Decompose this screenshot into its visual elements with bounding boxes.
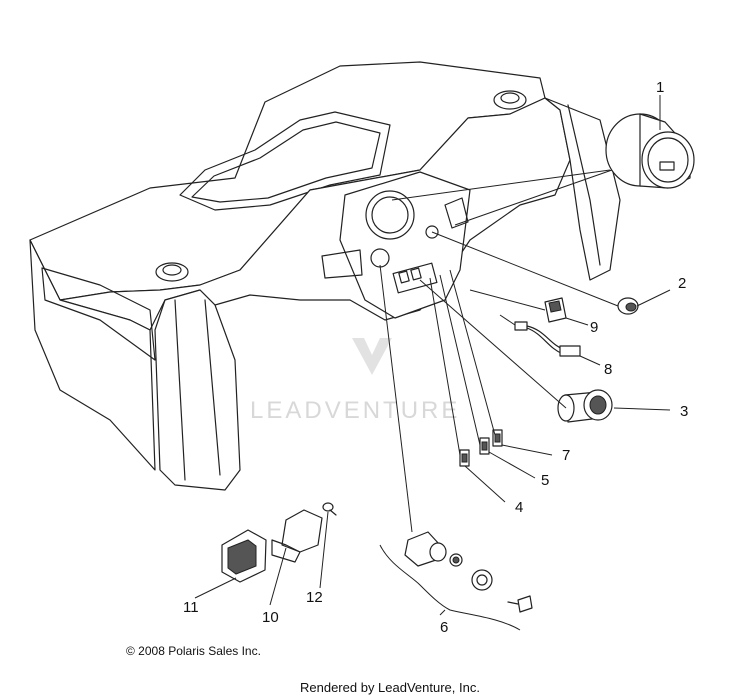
rocker-switch-5 [479,437,490,455]
part-label-8: 8 [604,361,612,378]
ignition-switch-assembly [404,531,533,613]
wire-harness [514,321,581,357]
bracket [271,509,323,563]
rocker-switch-4 [459,449,470,467]
dashboard-panel [29,61,621,491]
ignition-housing [221,529,267,583]
part-label-4: 4 [515,499,523,516]
copyright-text: © 2008 Polaris Sales Inc. [126,644,261,658]
part-label-3: 3 [680,403,688,420]
part-label-7: 7 [562,447,570,464]
part-label-11: 11 [183,599,199,616]
part-label-5: 5 [541,472,549,489]
toggle-switch [544,297,567,323]
leader-lines [194,95,671,631]
rocker-switch-7 [492,429,503,447]
indicator-light [617,297,639,315]
screw [322,502,337,516]
part-label-10: 10 [262,609,279,626]
rendered-by-text: Rendered by LeadVenture, Inc. [300,680,480,695]
watermark-text: LEADVENTURE [250,397,460,424]
part-label-12: 12 [306,589,323,606]
leadventure-watermark: LEADVENTURE [250,338,460,424]
power-outlet [557,389,613,423]
part-label-9: 9 [590,319,598,336]
part-label-1: 1 [656,79,664,96]
speedometer-gauge [605,113,695,189]
part-label-6: 6 [440,619,448,636]
part-label-2: 2 [678,275,686,292]
